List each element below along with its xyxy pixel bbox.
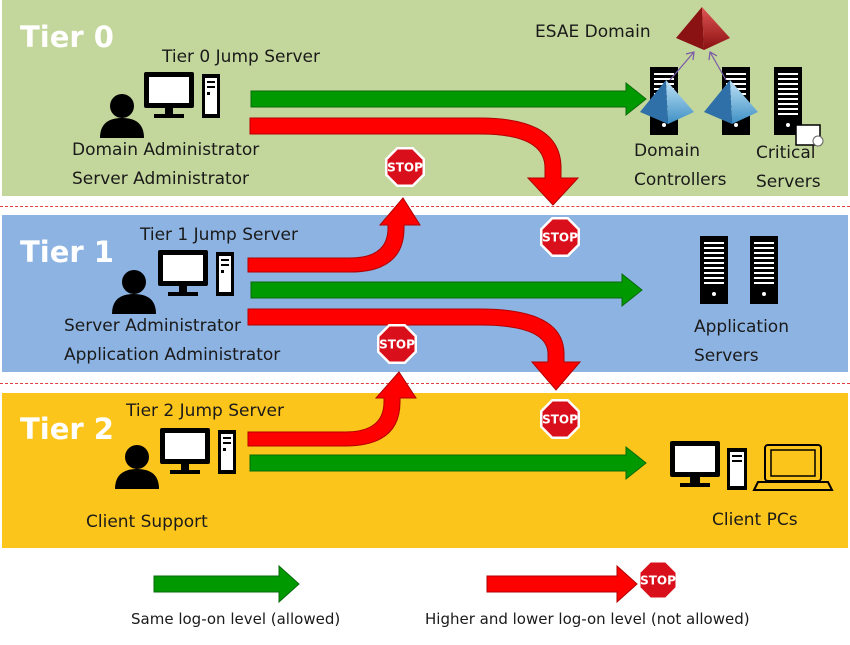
tier-1-admin-person-icon <box>112 270 156 314</box>
tier-0-allowed-arrow <box>250 81 647 117</box>
esae-domain-label: ESAE Domain <box>535 22 651 42</box>
tier-1-up-blocked-arrow <box>247 197 421 273</box>
critical-server-badge-icon <box>795 124 824 147</box>
svg-text:STOP: STOP <box>640 574 676 588</box>
tier-2-jump-server-label: Tier 2 Jump Server <box>126 401 284 421</box>
stop-sign-tier0-up: STOP <box>385 147 425 187</box>
legend-not-allowed-label: Higher and lower log-on level (not allow… <box>425 610 750 628</box>
tier-1-role-server-admin: Server Administrator <box>64 316 242 336</box>
critical-servers-label-line2: Servers <box>756 172 821 192</box>
tier-2-allowed-arrow <box>249 445 647 481</box>
tier-0-down-blocked-arrow <box>249 117 580 206</box>
critical-servers-label: Critical Servers <box>756 139 821 197</box>
tier-2-label: Tier 2 <box>20 412 114 446</box>
application-servers-label-line2: Servers <box>694 346 759 366</box>
tier-1-label: Tier 1 <box>20 235 114 269</box>
tier-1-roles: Server Administrator Application Adminis… <box>64 312 280 370</box>
tier-separator-0-1 <box>0 206 850 207</box>
tier-1-down-blocked-arrow <box>247 308 582 391</box>
tier-separator-1-2 <box>0 383 850 384</box>
tier-0-admin-person-icon <box>100 94 144 138</box>
tier-2-role-client-support: Client Support <box>86 512 208 532</box>
svg-text:STOP: STOP <box>542 413 578 427</box>
application-servers-label: Application Servers <box>694 313 789 371</box>
domain-controllers-label-line2: Controllers <box>634 170 727 190</box>
domain-controllers-label-line1: Domain <box>634 141 700 161</box>
domain-controller-pyramid-icons <box>640 80 758 124</box>
client-pcs-label: Client PCs <box>712 510 798 530</box>
tier-1-role-application-admin: Application Administrator <box>64 345 281 365</box>
legend-allowed-arrow <box>153 564 300 604</box>
replication-arrows-icon <box>669 51 727 81</box>
tier-0-roles: Domain Administrator Server Administrato… <box>72 136 259 194</box>
stop-sign-tier1-up: STOP <box>377 324 417 364</box>
critical-servers-label-line1: Critical <box>756 143 816 163</box>
legend-blocked-arrow <box>486 564 638 604</box>
tier-0-jump-server-label: Tier 0 Jump Server <box>162 47 320 67</box>
domain-controllers-label: Domain Controllers <box>634 137 726 195</box>
tier-2-up-blocked-arrow <box>247 371 417 447</box>
svg-text:STOP: STOP <box>379 338 415 352</box>
stop-sign-tier1-down: STOP <box>540 399 580 439</box>
client-laptop-icon <box>752 444 834 491</box>
application-servers-label-line1: Application <box>694 317 789 337</box>
stop-sign-tier0-down: STOP <box>540 217 580 257</box>
tier-2-jump-server-icon <box>160 428 236 474</box>
tier-1-jump-server-label: Tier 1 Jump Server <box>140 225 298 245</box>
svg-text:STOP: STOP <box>542 231 578 245</box>
tier-0-role-server-admin: Server Administrator <box>72 169 250 189</box>
client-desktop-icon <box>670 441 747 490</box>
tier-2-admin-person-icon <box>115 445 159 489</box>
stop-sign-legend: STOP <box>638 560 678 600</box>
esae-domain-pyramid-icon <box>676 7 730 50</box>
application-server-icons <box>700 236 778 304</box>
tier-0-label: Tier 0 <box>20 20 114 54</box>
tier-1-jump-server-icon <box>158 250 234 296</box>
legend-allowed-label: Same log-on level (allowed) <box>131 610 341 628</box>
svg-text:STOP: STOP <box>387 161 423 175</box>
tier-1-allowed-arrow <box>250 272 643 308</box>
tier-0-role-domain-admin: Domain Administrator <box>72 140 260 160</box>
tier-0-jump-server-icon <box>144 72 220 118</box>
